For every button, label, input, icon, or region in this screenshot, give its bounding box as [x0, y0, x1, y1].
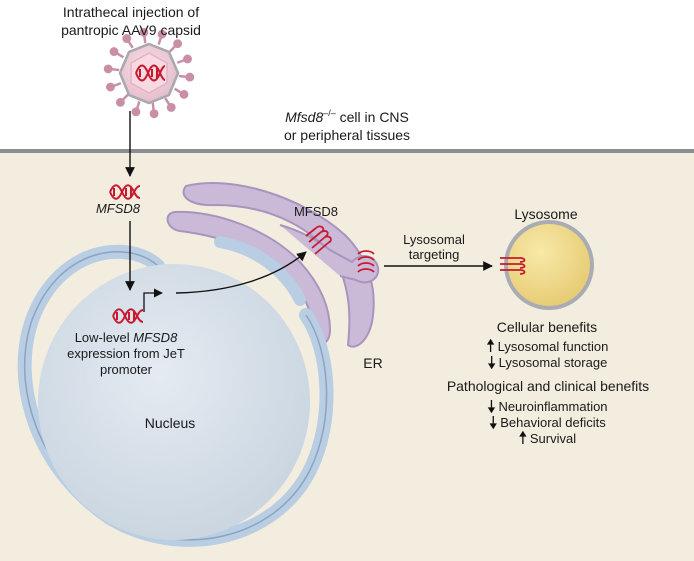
mfsd8-protein-label: MFSD8	[294, 204, 338, 219]
cell-label-line1: Mfsd8–/– cell in CNS	[285, 108, 409, 125]
capsid-spike-tip	[149, 109, 159, 119]
decrease-arrow-icon	[488, 356, 496, 370]
benefit-text: Survival	[530, 431, 576, 446]
capsid-spike-tip	[183, 54, 192, 64]
expression-label-line2: expression from JeT	[67, 346, 185, 361]
benefit-item: Lysosomal storage	[488, 355, 608, 370]
lysosome-label: Lysosome	[514, 206, 578, 222]
capsid-spike-tip	[115, 97, 125, 107]
capsid-spike-tip	[185, 72, 195, 82]
benefit-item: Lysosomal function	[486, 338, 609, 354]
capsid-spike-tip	[166, 102, 176, 112]
benefit-item: Neuroinflammation	[487, 399, 608, 414]
nuclear-transgene-icon	[112, 308, 144, 324]
export-arrow	[175, 251, 307, 294]
capsid-spike-tip	[157, 29, 167, 39]
increase-arrow-icon	[486, 338, 495, 352]
nucleus-label: Nucleus	[145, 415, 196, 431]
mfsd8-transporter-vesicle	[357, 250, 375, 273]
capsid-spike-tip	[179, 89, 189, 99]
capsid-spike-tip	[103, 64, 113, 74]
gene-label: MFSD8	[96, 201, 141, 216]
expression-label-line1: Low-level MFSD8	[75, 330, 178, 345]
targeting-label-line2: targeting	[409, 247, 460, 262]
aav9-capsid	[103, 27, 195, 119]
capsid-spike-tip	[106, 82, 115, 92]
benefit-text: Neuroinflammation	[498, 399, 607, 414]
mfsd8-transporter-er	[305, 225, 332, 255]
capsid-spike-tip	[131, 107, 141, 117]
injection-label-line1: Intrathecal injection of	[63, 4, 199, 20]
lysosome	[504, 220, 594, 310]
clinical-benefits-title: Pathological and clinical benefits	[447, 378, 649, 394]
benefit-item: Survival	[519, 430, 576, 446]
er-label: ER	[363, 355, 382, 371]
increase-arrow-icon	[519, 430, 527, 444]
decrease-arrow-icon	[489, 416, 497, 430]
targeting-label-line1: Lysosomal	[403, 232, 465, 247]
benefit-text: Lysosomal storage	[499, 355, 608, 370]
cell-label-line2: or peripheral tissues	[284, 127, 410, 143]
mfsd8-transporter-lysosome	[500, 257, 526, 275]
capsid-spike-tip	[139, 27, 149, 37]
viral-dna-icon	[135, 64, 166, 82]
injection-label-line2: pantropic AAV9 capsid	[61, 22, 201, 38]
expression-label-line3: promoter	[100, 362, 153, 377]
benefit-text: Behavioral deficits	[500, 415, 606, 430]
capsid-spike-tip	[173, 39, 183, 49]
benefit-item: Behavioral deficits	[489, 415, 606, 430]
nucleus	[17, 236, 334, 547]
capsid-spike-tip	[122, 34, 132, 44]
decrease-arrow-icon	[487, 400, 496, 414]
promoter-arrow	[143, 288, 163, 312]
cellular-benefits-title: Cellular benefits	[497, 319, 597, 335]
capsid-spikes	[103, 27, 195, 119]
transgene-dna-icon	[109, 184, 141, 200]
capsid-spike-tip	[109, 47, 119, 57]
benefit-text: Lysosomal function	[498, 339, 609, 354]
